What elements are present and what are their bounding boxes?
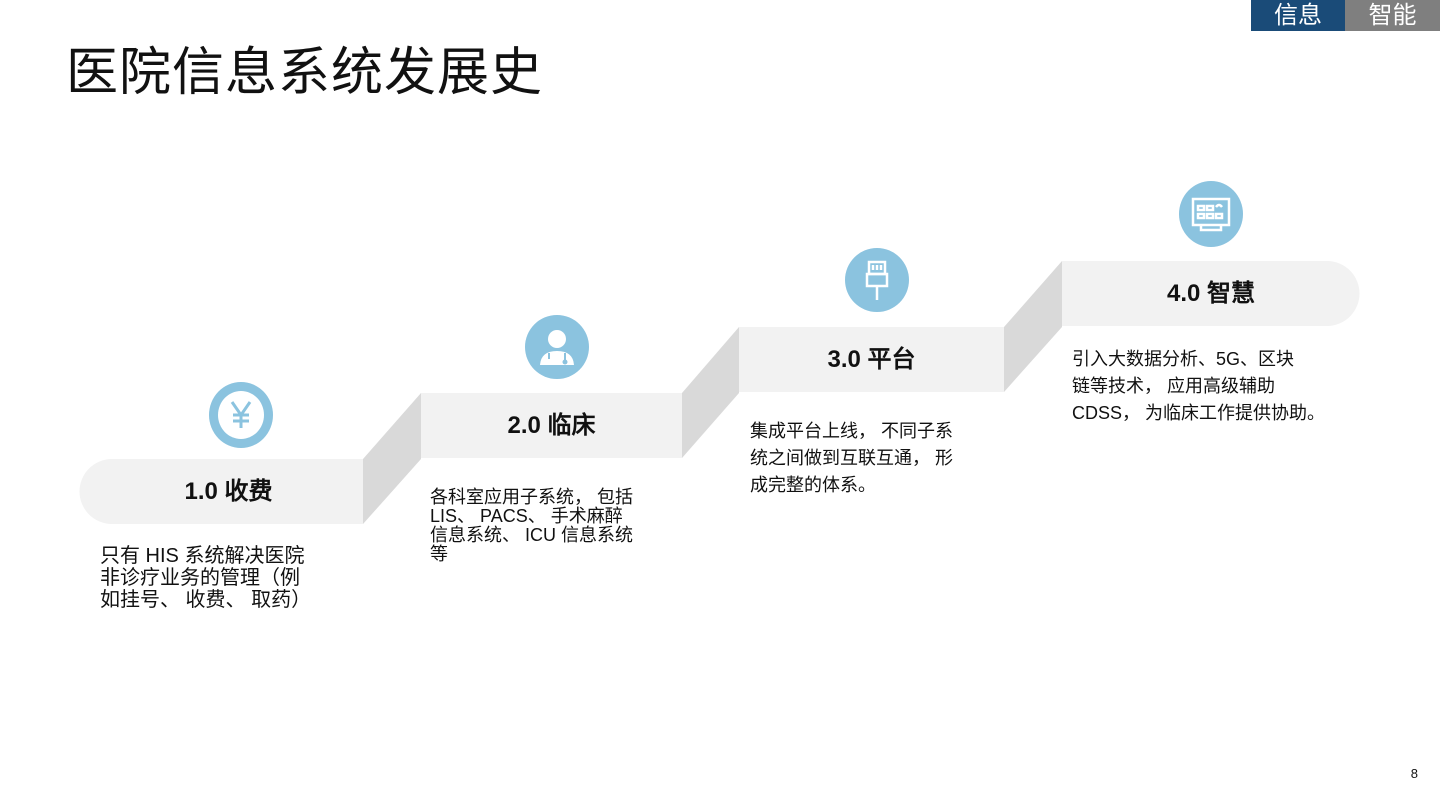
- step-1-label: 1.0 收费: [184, 478, 273, 505]
- step-3-label: 3.0 平台: [827, 346, 916, 373]
- desc-line: 如挂号、 收费、 取药）: [100, 589, 312, 611]
- page-title: 医院信息系统发展史: [66, 43, 544, 103]
- step-2-label: 2.0 临床: [507, 412, 596, 439]
- step-1-bar: [79, 459, 363, 524]
- step-4-bar: [1062, 261, 1360, 326]
- desc-line: 非诊疗业务的管理（例: [100, 567, 300, 589]
- page-number: 8: [1410, 766, 1418, 781]
- desc-line: 等: [430, 544, 448, 564]
- desc-line: 只有 HIS 系统解决医院: [100, 545, 305, 567]
- step-3-description: 集成平台上线， 不同子系 统之间做到互联互通， 形 成完整的体系。: [750, 418, 953, 499]
- desc-line: 成完整的体系。: [750, 475, 876, 495]
- tag-info: 信息: [1251, 0, 1345, 31]
- step-2-riser: [682, 327, 739, 458]
- desc-line: 引入大数据分析、5G、区块: [1072, 349, 1295, 369]
- step-2-description: 各科室应用子系统， 包括 LIS、 PACS、 手术麻醉 信息系统、 ICU 信…: [430, 488, 633, 564]
- step-2-bar: [421, 393, 682, 458]
- step-1-riser: [363, 393, 421, 524]
- doctor-icon: [525, 315, 589, 379]
- step-3-bar: [739, 327, 1004, 392]
- tag-smart: 智能: [1345, 0, 1440, 31]
- desc-line: 各科室应用子系统， 包括: [430, 487, 633, 507]
- desc-line: 集成平台上线， 不同子系: [750, 421, 953, 441]
- yen-icon: [209, 382, 273, 448]
- desc-line: 信息系统、 ICU 信息系统: [430, 525, 634, 545]
- step-1-description: 只有 HIS 系统解决医院 非诊疗业务的管理（例 如挂号、 收费、 取药）: [100, 545, 311, 611]
- desc-line: 链等技术， 应用高级辅助: [1072, 376, 1275, 396]
- step-4-description: 引入大数据分析、5G、区块 链等技术， 应用高级辅助 CDSS， 为临床工作提供…: [1072, 346, 1325, 427]
- step-4-label: 4.0 智慧: [1166, 280, 1256, 307]
- desc-line: LIS、 PACS、 手术麻醉: [430, 506, 623, 526]
- smart-monitor-icon: [1179, 181, 1243, 247]
- desc-line: 统之间做到互联互通， 形: [750, 448, 953, 468]
- step-3-riser: [1004, 261, 1062, 392]
- network-cable-icon: [845, 248, 909, 312]
- desc-line: CDSS， 为临床工作提供协助。: [1072, 403, 1326, 423]
